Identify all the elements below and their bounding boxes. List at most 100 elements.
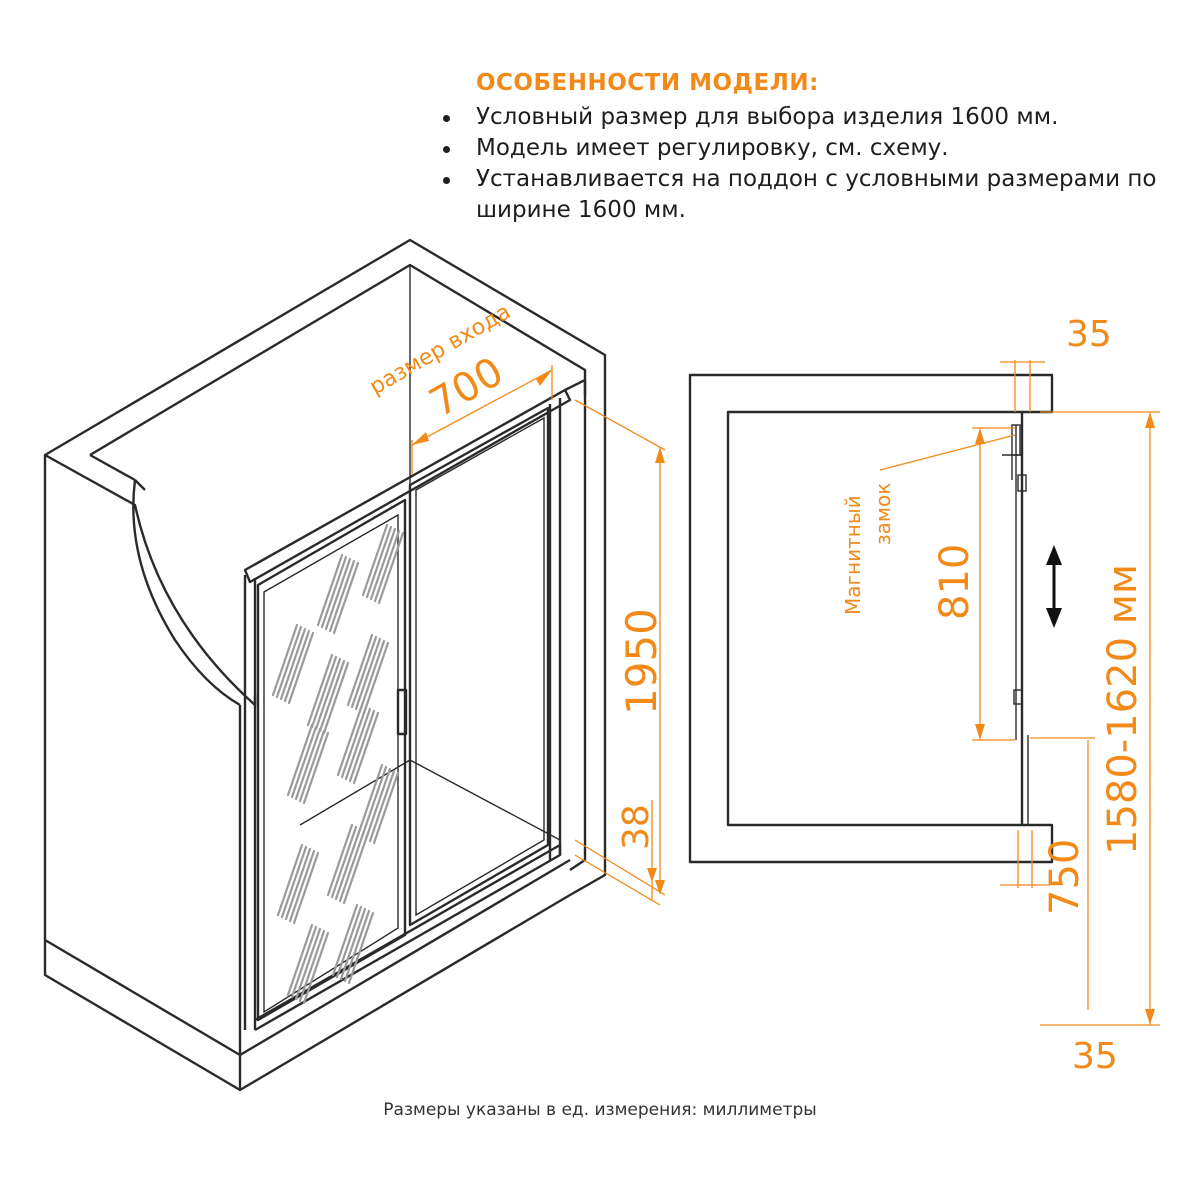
frost-streak: [339, 907, 367, 981]
frost-streak: [324, 557, 352, 631]
frost-streak: [286, 923, 314, 997]
features-title: ОСОБЕННОСТИ МОДЕЛИ:: [476, 70, 819, 96]
frost-streak: [340, 705, 368, 779]
feature-item: Устанавливается на поддон с условными ра…: [440, 164, 1180, 226]
arrow-head: [655, 447, 665, 463]
bottom-rail: [254, 843, 562, 1032]
bottom-offset-value: 35: [1072, 1036, 1118, 1077]
fixed-panel: [408, 406, 550, 927]
right-wall-face: [564, 378, 587, 871]
frost-streak: [358, 639, 386, 713]
features-block: ОСОБЕННОСТИ МОДЕЛИ: Условный размер для …: [440, 70, 1180, 226]
height-ext-bottom: [574, 839, 666, 896]
sliding-door: [256, 498, 407, 1022]
top-offset-value: 35: [1066, 314, 1112, 355]
frost-streak: [279, 627, 307, 701]
frost-streak: [354, 637, 382, 711]
arrow-head: [647, 868, 657, 882]
adjust-arrow-up-icon: [1046, 545, 1062, 565]
frosted-glass-pattern: [271, 523, 405, 1005]
frost-streak: [314, 657, 342, 731]
floor-line-2: [299, 759, 411, 826]
curved-wall: [44, 453, 257, 707]
frost-streak: [284, 847, 312, 921]
frost-streak: [328, 559, 356, 633]
arrow-head: [1145, 412, 1155, 428]
frost-streak: [356, 763, 384, 837]
entry-dim-line: [411, 369, 553, 446]
floor-line: [409, 759, 561, 841]
arrow-head: [655, 880, 665, 895]
frost-streak: [280, 845, 308, 919]
top-rail: [243, 388, 572, 584]
frost-streak: [275, 625, 303, 699]
wall-base-line: [44, 858, 571, 1057]
arrow-head: [975, 724, 985, 740]
frost-streak: [369, 527, 397, 601]
frost-streak: [342, 831, 370, 905]
frost-streak: [318, 659, 346, 733]
adjust-arrow-down-icon: [1046, 608, 1062, 628]
frost-streak: [361, 523, 389, 597]
arrow-head: [412, 432, 429, 445]
lower-segment-value: 750: [1042, 839, 1088, 915]
frost-streak: [283, 629, 311, 703]
frost-streak: [346, 633, 374, 707]
frost-streak: [292, 851, 320, 925]
frost-streak: [350, 635, 378, 709]
arrow-head: [536, 370, 552, 386]
frost-streak: [335, 905, 363, 979]
frost-streak: [290, 725, 318, 799]
frost-streak: [372, 771, 400, 845]
total-range-value: 1580-1620 мм: [1100, 564, 1146, 855]
frost-streak: [302, 931, 330, 1005]
frost-streak: [377, 531, 405, 605]
isometric-view: размер входа 700 1950 38: [43, 238, 666, 1092]
frost-streak: [288, 849, 316, 923]
frost-streak: [310, 655, 338, 729]
lock-label-line1: Магнитный: [841, 495, 865, 615]
height-value: 1950: [617, 608, 666, 715]
base-ext: [574, 854, 661, 906]
frost-streak: [276, 843, 304, 917]
lock-leader: [879, 434, 1016, 471]
frost-streak: [334, 827, 362, 901]
frost-streak: [271, 623, 299, 697]
feature-item: Условный размер для выбора изделия 1600 …: [440, 102, 1180, 133]
sliding-door-inner: [263, 513, 399, 1014]
frost-streak: [322, 661, 350, 735]
top-rim: [89, 263, 587, 457]
wall-outline: [43, 238, 607, 1092]
plan-outer: [688, 373, 1054, 864]
frost-streak: [352, 711, 380, 785]
frost-streak: [343, 909, 371, 983]
door-handle: [396, 688, 408, 736]
lock-label-line2: замок: [871, 483, 895, 545]
frost-streak: [368, 769, 396, 843]
frost-streak: [347, 911, 375, 985]
arrow-head: [1145, 1009, 1155, 1025]
frost-streak: [316, 553, 344, 627]
frost-streak: [290, 925, 318, 999]
feature-item: Модель имеет регулировку, см. схему.: [440, 133, 1180, 164]
frost-streak: [320, 555, 348, 629]
frost-streak: [330, 825, 358, 899]
frost-streak: [294, 927, 322, 1001]
frost-streak: [365, 525, 393, 599]
curved-wall-outer: [134, 479, 146, 491]
frost-streak: [331, 903, 359, 977]
frost-streak: [294, 727, 322, 801]
frost-streak: [364, 767, 392, 841]
frost-streak: [298, 929, 326, 1003]
upper-segment-value: 810: [932, 544, 978, 620]
magnetic-lock: [1017, 474, 1027, 492]
frost-streak: [348, 709, 376, 783]
curved-wall-inner: [132, 479, 241, 707]
frost-streak: [326, 823, 354, 897]
arrow-head: [975, 428, 985, 444]
frost-streak: [302, 731, 330, 805]
base-height-value: 38: [616, 804, 657, 850]
frost-streak: [287, 631, 315, 705]
frost-streak: [332, 561, 360, 635]
